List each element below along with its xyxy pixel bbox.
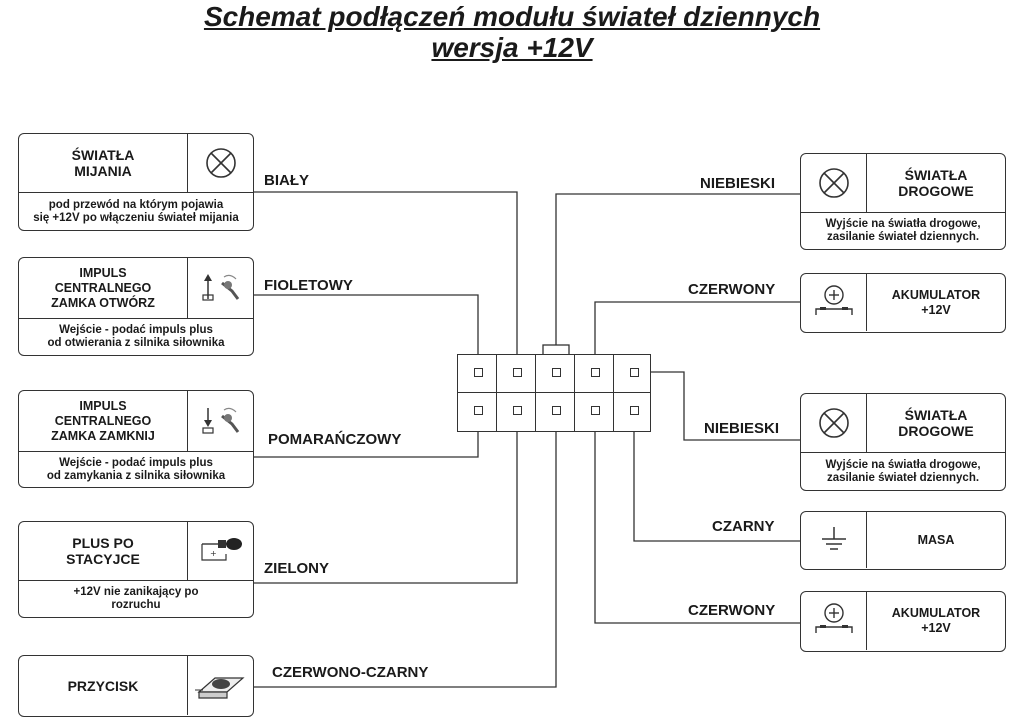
- pin-5: [630, 368, 639, 377]
- box-przycisk: PRZYCISK: [18, 655, 254, 717]
- diagram-title: Schemat podłączeń modułu świateł dzienny…: [203, 1, 821, 32]
- box-description: +12V nie zanikający po rozruchu: [19, 580, 253, 617]
- wire-czarny: [633, 412, 800, 542]
- box-akumulator-1: AKUMULATOR +12V: [800, 273, 1006, 333]
- pin-1: [474, 368, 483, 377]
- wire-label-niebieski-2: NIEBIESKI: [704, 420, 780, 437]
- wire-zielony: [254, 412, 518, 584]
- wire-bialy: [254, 191, 518, 370]
- box-label: IMPULS CENTRALNEGO ZAMKA OTWÓRZ: [51, 265, 155, 310]
- box-label: PRZYCISK: [67, 677, 139, 694]
- wire-label-bialy: BIAŁY: [264, 172, 309, 189]
- pin-9: [591, 406, 600, 415]
- wire-czerwony-2: [594, 412, 800, 624]
- pin-4: [591, 368, 600, 377]
- wire-fioletowy: [254, 294, 479, 370]
- wire-label-pomaranczowy: POMARAŃCZOWY: [268, 431, 402, 448]
- lamp-icon: [187, 134, 253, 192]
- box-description: Wyjście na światła drogowe, zasilanie św…: [801, 452, 1005, 490]
- svg-text:+: +: [210, 549, 217, 558]
- box-zamek-zamknij: IMPULS CENTRALNEGO ZAMKA ZAMKNIJ Wejście…: [18, 390, 254, 488]
- wire-label-czerwono-czarny: CZERWONO-CZARNY: [272, 664, 429, 681]
- box-label: PLUS PO STACYJCE: [66, 535, 140, 567]
- diagram-subtitle: wersja +12V: [431, 32, 593, 63]
- box-masa: MASA: [800, 511, 1006, 570]
- battery-icon: [801, 274, 867, 331]
- box-description: pod przewód na którym pojawia się +12V p…: [19, 192, 253, 230]
- module-connector: [457, 354, 651, 432]
- wire-label-zielony: ZIELONY: [264, 560, 330, 577]
- ground-icon: [801, 512, 867, 568]
- box-label: IMPULS CENTRALNEGO ZAMKA ZAMKNIJ: [51, 398, 155, 443]
- wire-label-fioletowy: FIOLETOWY: [264, 277, 353, 294]
- lock-close-actuator-icon: [187, 391, 253, 451]
- box-plus-po-stacyjce: PLUS PO STACYJCE + +12V nie zanikający p…: [18, 521, 254, 618]
- box-label: AKUMULATOR +12V: [891, 287, 981, 317]
- box-swiatla-drogowe-1: ŚWIATŁA DROGOWE Wyjście na światła drogo…: [800, 153, 1006, 250]
- box-akumulator-2: AKUMULATOR +12V: [800, 591, 1006, 652]
- wire-niebieski-2: [640, 371, 800, 441]
- box-description: Wejście - podać impuls plus od zamykania…: [19, 451, 253, 487]
- wire-label-niebieski-1: NIEBIESKI: [700, 175, 776, 192]
- box-label: ŚWIATŁA DROGOWE: [898, 407, 974, 439]
- pin-7: [513, 406, 522, 415]
- box-swiatla-drogowe-2: ŚWIATŁA DROGOWE Wyjście na światła drogo…: [800, 393, 1006, 491]
- wire-label-czerwony-1: CZERWONY: [688, 281, 776, 298]
- ignition-key-icon: +: [187, 522, 253, 580]
- pin-8: [552, 406, 561, 415]
- box-swiatla-mijania: ŚWIATŁA MIJANIA pod przewód na którym po…: [18, 133, 254, 231]
- lamp-icon: [801, 154, 867, 212]
- push-button-icon: [187, 656, 253, 715]
- pin-3: [552, 368, 561, 377]
- pin-10: [630, 406, 639, 415]
- wire-label-czerwony-2: CZERWONY: [688, 602, 776, 619]
- wire-niebieski-1: [555, 193, 800, 370]
- wire-czerwono-czarny: [254, 412, 557, 688]
- battery-icon: [801, 592, 867, 650]
- box-label: ŚWIATŁA MIJANIA: [71, 147, 135, 179]
- box-description: Wejście - podać impuls plus od otwierani…: [19, 318, 253, 355]
- lock-open-actuator-icon: [187, 258, 253, 318]
- pin-6: [474, 406, 483, 415]
- box-label: MASA: [917, 532, 955, 547]
- box-description: Wyjście na światła drogowe, zasilanie św…: [801, 212, 1005, 249]
- box-zamek-otworz: IMPULS CENTRALNEGO ZAMKA OTWÓRZ Wejście …: [18, 257, 254, 356]
- wire-czerwony-1: [594, 301, 800, 370]
- wire-label-czarny: CZARNY: [712, 518, 775, 535]
- lamp-icon: [801, 394, 867, 452]
- box-label: AKUMULATOR +12V: [891, 606, 981, 635]
- box-label: ŚWIATŁA DROGOWE: [898, 167, 974, 199]
- pin-2: [513, 368, 522, 377]
